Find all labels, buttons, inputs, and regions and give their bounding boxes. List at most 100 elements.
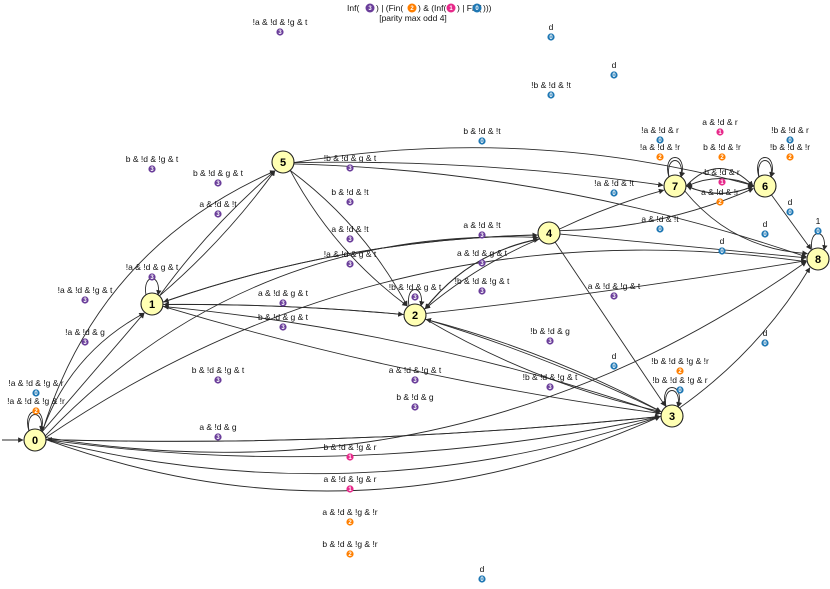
edge-label: !a & !d & !g & !r xyxy=(7,396,65,406)
acceptance-mark-label: 3 xyxy=(480,233,484,239)
acceptance-mark-label: 2 xyxy=(678,369,682,375)
transition-edge xyxy=(45,414,661,458)
acceptance-mark xyxy=(718,153,726,161)
edge-label: d xyxy=(612,351,617,361)
acceptance-subtitle: [parity max odd 4] xyxy=(379,13,447,23)
edge-label: a & !d & !g & t xyxy=(389,365,442,375)
acceptance-mark-label: 3 xyxy=(278,30,282,36)
edge-label: b & !d & r xyxy=(704,167,740,177)
state-circle xyxy=(806,247,830,271)
acceptance-mark xyxy=(214,376,222,384)
acceptance-mark xyxy=(676,367,684,375)
transition-edge xyxy=(41,312,145,432)
state-circle xyxy=(271,150,295,174)
transition-edge xyxy=(159,170,276,297)
transition-edge xyxy=(159,170,276,297)
acceptance-mark xyxy=(214,210,222,218)
transition-edge xyxy=(289,169,408,307)
acceptance-mark xyxy=(148,165,156,173)
acceptance-mark xyxy=(786,208,794,216)
edge-label: !a & !d & r xyxy=(641,125,679,135)
edge-label: d xyxy=(549,22,554,32)
edge-label: d xyxy=(480,564,485,574)
acceptance-mark-label: 2 xyxy=(348,552,352,558)
acceptance-mark xyxy=(718,178,726,186)
transition-edge xyxy=(289,170,408,307)
acceptance-mark xyxy=(346,550,354,558)
acceptance-mark xyxy=(478,575,486,583)
state-7: 7 xyxy=(663,174,687,198)
acceptance-mark xyxy=(546,337,554,345)
acceptance-mark-label: 0 xyxy=(658,227,662,233)
state-3: 3 xyxy=(660,404,684,428)
acceptance-mark xyxy=(346,164,354,172)
acceptance-mark-label: 3 xyxy=(150,275,154,281)
acceptance-mark xyxy=(718,247,726,255)
transition-edge xyxy=(424,238,540,310)
transition-edge xyxy=(424,238,540,310)
transition-edge xyxy=(45,415,661,492)
acceptance-mark-label: 0 xyxy=(678,388,682,394)
edge-label: !a & !d & !g & t xyxy=(58,285,113,295)
acceptance-part: ) & (Inf( xyxy=(418,3,447,13)
state-circle xyxy=(403,303,427,327)
acceptance-mark xyxy=(214,179,222,187)
state-label: 5 xyxy=(280,157,286,169)
transition-edge xyxy=(163,304,662,415)
transition-edge xyxy=(686,178,755,187)
acceptance-mark xyxy=(81,296,89,304)
state-1: 1 xyxy=(140,292,164,316)
self-loop-edge xyxy=(408,289,425,307)
edge-label: !a & !d & g xyxy=(65,327,105,337)
acceptance-mark xyxy=(547,91,555,99)
acceptance-mark xyxy=(411,403,419,411)
edges-layer xyxy=(2,147,828,492)
acceptance-mark-label: 0 xyxy=(612,191,616,197)
edge-label: b & !d & g & t xyxy=(258,312,309,322)
edge-label: b & !d & !r xyxy=(703,142,741,152)
acceptance-mark-label: 3 xyxy=(413,378,417,384)
acceptance-mark xyxy=(478,137,486,145)
transition-edge xyxy=(45,415,661,475)
self-loop-edge xyxy=(668,160,685,178)
acceptance-mark xyxy=(346,453,354,461)
acceptance-mark-label: 3 xyxy=(216,181,220,187)
acceptance-mark xyxy=(411,293,419,301)
acceptance-mark xyxy=(786,153,794,161)
state-5: 5 xyxy=(271,150,295,174)
edge-label: !b & !d & g & t xyxy=(389,282,442,292)
acceptance-mark-label: 3 xyxy=(480,289,484,295)
edge-label: d xyxy=(763,328,768,338)
state-circle xyxy=(537,221,561,245)
transition-edge xyxy=(163,234,539,303)
self-loop-edge xyxy=(757,157,776,178)
edge-label: !b & !d & !r xyxy=(770,142,810,152)
state-2: 2 xyxy=(403,303,427,327)
acceptance-mark-label: 2 xyxy=(410,6,414,12)
acceptance-part: Inf( xyxy=(347,3,359,13)
acceptance-mark-label: 3 xyxy=(480,261,484,267)
self-loop-edge xyxy=(28,414,45,432)
acceptance-mark-label: 0 xyxy=(658,138,662,144)
edge-label: a & !d & g & t xyxy=(258,288,309,298)
edge-label: d xyxy=(788,197,793,207)
acceptance-mark-label: 3 xyxy=(413,405,417,411)
acceptance-mark-label: 2 xyxy=(658,155,662,161)
transition-edge xyxy=(162,305,661,416)
acceptance-mark-label: 3 xyxy=(548,339,552,345)
acceptance-mark-1 xyxy=(446,3,456,13)
edge-label: !b & !d & g & t xyxy=(324,153,377,163)
edge-label: !a & !d & !g & r xyxy=(8,378,63,388)
acceptance-title: Inf( 3 ) | (Fin( 2 ) & (Inf( 1 ) | Fin( … xyxy=(347,3,492,23)
edge-label: b & !d & !g & r xyxy=(324,442,377,452)
acceptance-mark-label: 1 xyxy=(449,6,453,12)
edge-label: !a & !d & !r xyxy=(640,142,680,152)
acceptance-mark-label: 2 xyxy=(720,155,724,161)
acceptance-mark-2 xyxy=(407,3,417,13)
acceptance-mark-label: 0 xyxy=(763,341,767,347)
edge-label: a & !d & r xyxy=(702,117,738,127)
state-6: 6 xyxy=(753,174,777,198)
acceptance-mark-label: 0 xyxy=(763,232,767,238)
transition-edge xyxy=(163,301,405,315)
edge-label: a & !d & !g & t xyxy=(588,281,641,291)
